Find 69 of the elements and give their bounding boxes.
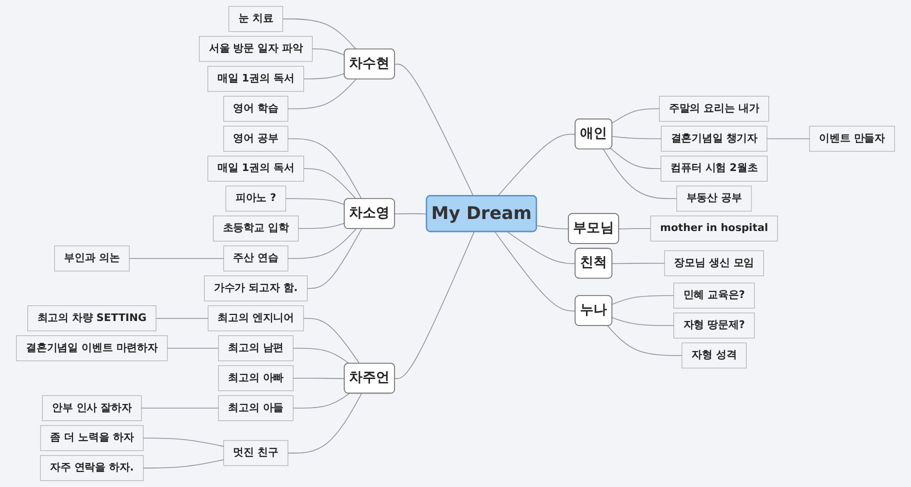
connector [612,295,674,305]
node-box: 부동산 공부 [676,186,752,212]
node-box: 결혼기념일 이벤트 마련하자 [16,335,168,362]
connector [288,393,362,454]
connector [394,64,474,196]
connector [618,228,651,230]
node-box: 장모님 생신 모임 [664,250,764,276]
node-box: 좀 더 노력을 하자 [40,425,144,451]
connector [303,318,360,364]
connector [612,108,660,124]
connector [288,78,356,110]
connector [312,48,346,56]
node-box: 눈 치료 [228,6,283,32]
connector [128,258,224,259]
node-box: 가수가 되고자 함. [204,276,308,302]
node-box: 최고의 아빠 [218,365,294,392]
node-box: 결혼기념일 챙기자 [660,126,768,152]
node-box: 최고의 차량 SETTING [28,306,156,332]
connector [156,318,208,319]
node-box: 최고의 아들 [218,395,294,421]
node-box: 최고의 엔지니어 [208,306,304,332]
connector [298,222,346,229]
node-box: 안부 인사 잘하자 [42,395,142,421]
connector [303,168,356,200]
connector [612,262,665,264]
node-box: 자형 땅문제? [674,312,755,338]
connector [394,232,475,380]
node-box: 민혜 교육은? [674,282,755,308]
node-box: 자형 성격 [682,342,746,368]
node-box: 영어 공부 [223,126,288,152]
connector [292,348,350,364]
connector [766,138,810,140]
connector [610,148,662,170]
connector [282,18,356,50]
connector [142,459,224,468]
node-box: 매일 1권의 독서 [208,156,304,182]
connector [507,232,576,264]
connector [497,134,576,196]
connector [306,228,362,289]
connector [612,317,674,326]
connector [288,228,356,259]
connector [612,136,662,140]
connector [303,73,346,80]
node-box: 초등학교 입학 [213,216,299,242]
connector [141,408,219,409]
node-box: 주말의 요리는 내가 [659,96,770,122]
connector [607,326,682,356]
connector [494,232,576,312]
node-box: 멋진 친구 [223,440,288,466]
connector [394,213,428,214]
node-box: 컴퓨터 시험 2월초 [660,156,768,182]
connector [292,378,346,380]
connector [292,393,350,409]
node-box: 부인과 의논 [54,246,130,272]
node-box: 매일 1권의 독서 [208,66,304,92]
node-box: 자주 연락을 하자. [40,455,144,481]
connector [166,348,219,349]
connector [536,225,570,230]
node-box: 피아노 ? [226,186,286,212]
node-box: 영어 학습 [223,96,288,122]
connector [288,138,362,200]
node-box: mother in hospital [650,216,778,242]
node-box: 서울 방문 일자 파악 [199,36,313,62]
node-box: 이벤트 만들자 [809,126,895,152]
connector [603,148,678,199]
connector [142,438,224,447]
connector [285,198,346,206]
node-box: 최고의 남편 [218,335,294,362]
node-box: 주산 연습 [223,246,288,272]
